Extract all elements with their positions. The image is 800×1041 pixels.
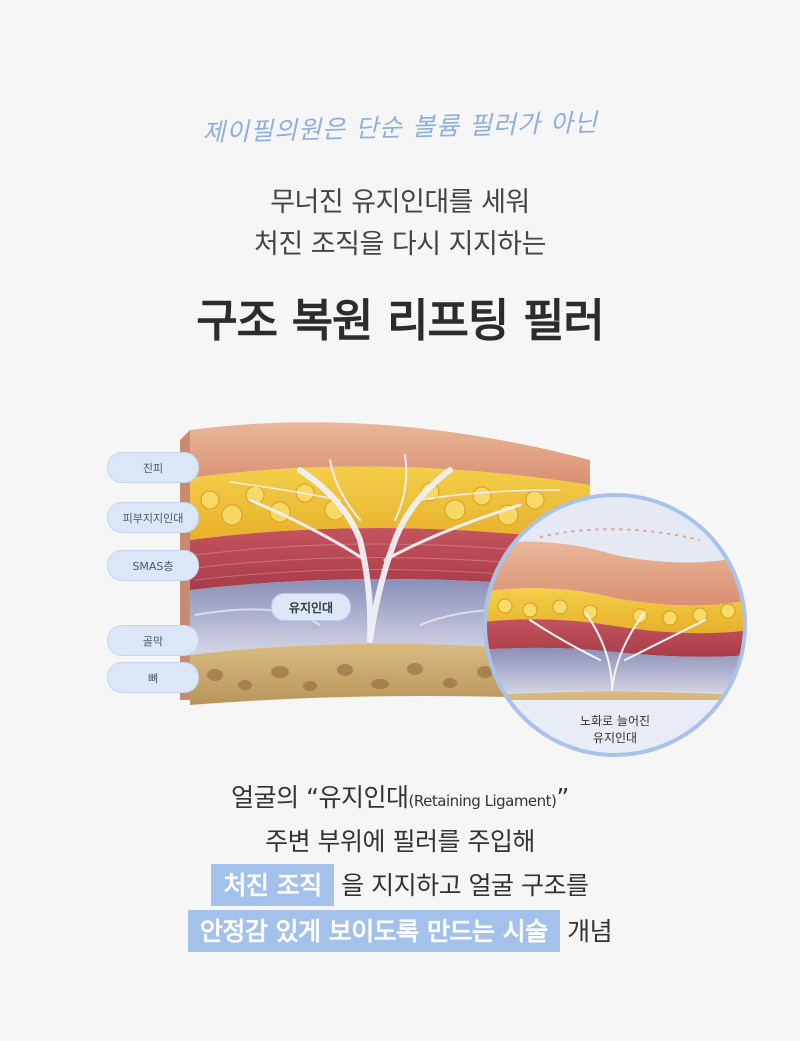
subtitle-line-1: 무너진 유지인대를 세워 — [270, 187, 530, 218]
closing-line-1: 얼굴의 “유지인대(Retaining Ligament)” — [0, 778, 800, 814]
closing-line-4: 안정감 있게 보이도록 만드는 시술 개념 — [0, 910, 800, 952]
closing-line-4-rest: 개념 — [567, 917, 613, 946]
closing-line-1-english: (Retaining Ligament) — [408, 792, 557, 810]
label-dermis: 진피 — [107, 452, 199, 483]
closing-line-2: 주변 부위에 필러를 주입해 — [265, 827, 535, 856]
closing-line-3-rest: 을 지지하고 얼굴 구조를 — [341, 871, 589, 900]
headline: 구조 복원 리프팅 필러 — [196, 294, 605, 347]
label-smas: SMAS층 — [107, 550, 199, 581]
highlight-procedure: 안정감 있게 보이도록 만드는 시술 — [187, 910, 560, 952]
circle-caption: 노화로 늘어진 유지인대 — [555, 713, 675, 747]
closing-line-1-main: 얼굴의 “유지인대 — [231, 783, 409, 812]
magnifier-ring — [483, 493, 747, 757]
label-periosteum: 골막 — [107, 625, 199, 656]
subtitle-line-2: 처진 조직을 다시 지지하는 — [254, 229, 547, 260]
label-skin-support-ligament: 피부지지인대 — [107, 502, 199, 533]
closing-line-1-quote: ” — [556, 783, 569, 812]
tissue-layer-illustration — [180, 422, 747, 757]
closing-line-3: 처진 조직 을 지지하고 얼굴 구조를 — [0, 864, 800, 906]
label-bone: 뼈 — [107, 662, 199, 693]
circle-caption-line-1: 노화로 늘어진 — [579, 714, 651, 728]
ligament-tag: 유지인대 — [271, 593, 351, 621]
circle-caption-line-2: 유지인대 — [592, 731, 638, 745]
highlight-sagging-tissue: 처진 조직 — [211, 864, 334, 906]
